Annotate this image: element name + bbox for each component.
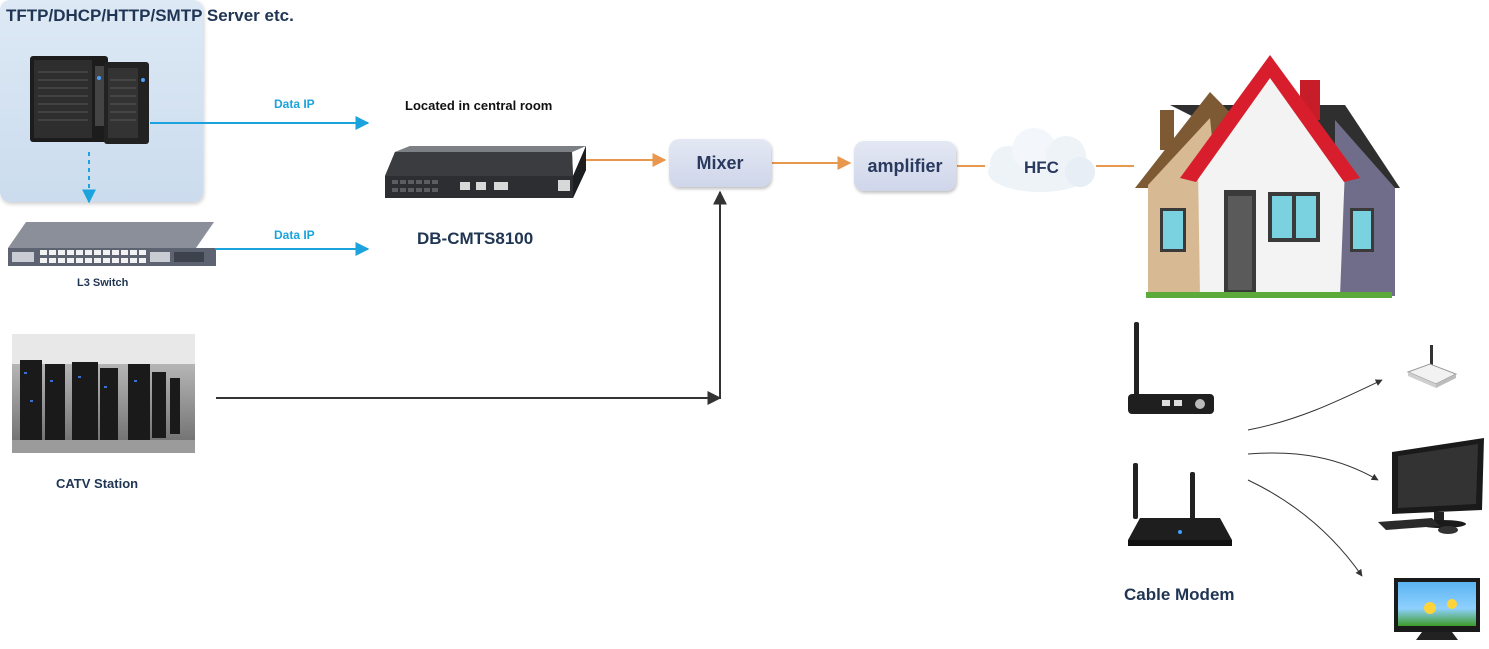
cmts-device-icon	[385, 146, 586, 198]
cable-modem-label: Cable Modem	[1124, 585, 1235, 604]
tv-icon	[1394, 578, 1480, 640]
hfc-cloud-icon	[988, 128, 1095, 192]
server-icon	[30, 56, 149, 144]
set-top-box-icon	[1406, 345, 1458, 388]
cmts-location-note: Located in central room	[405, 98, 553, 113]
catv-station-label: CATV Station	[56, 476, 139, 491]
link-to-pc	[1247, 452, 1379, 481]
wifi-router-icon	[1128, 463, 1232, 546]
amplifier-node: amplifier	[854, 141, 956, 191]
data-ip-label-top: Data IP	[274, 97, 315, 111]
page-title: TFTP/DHCP/HTTP/SMTP Server etc.	[6, 6, 294, 25]
link-to-tv	[1247, 479, 1363, 577]
mixer-node: Mixer	[669, 139, 771, 187]
catv-station-image	[12, 334, 195, 453]
desktop-computer-icon	[1378, 438, 1484, 534]
catv-to-mixer-link	[216, 190, 727, 399]
switch-icon	[8, 222, 216, 266]
switch-label: L3 Switch	[77, 277, 129, 289]
link-to-settop	[1247, 379, 1383, 431]
cmts-model-label: DB-CMTS8100	[417, 229, 534, 248]
house-icon	[1135, 55, 1400, 298]
cable-modem-icon	[1128, 322, 1214, 414]
hfc-label: HFC	[1024, 158, 1059, 177]
data-ip-label-bottom: Data IP	[274, 228, 315, 242]
